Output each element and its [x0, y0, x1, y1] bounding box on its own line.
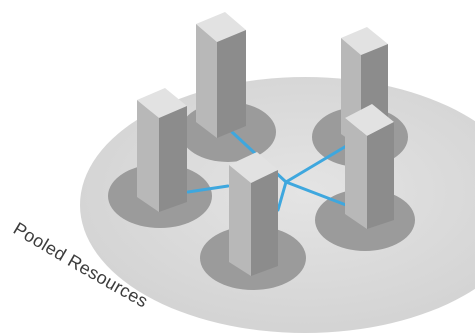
server-tower-5	[229, 152, 278, 276]
link-server-3-hub	[284, 143, 350, 184]
link-server-4-hub	[284, 180, 348, 207]
server-tower-2	[196, 12, 246, 138]
link-server-5-hub	[276, 180, 288, 212]
link-server-1-hub	[186, 184, 230, 194]
network-links	[186, 130, 350, 212]
server-tower-4	[345, 104, 394, 229]
server-tower-1	[137, 88, 187, 212]
